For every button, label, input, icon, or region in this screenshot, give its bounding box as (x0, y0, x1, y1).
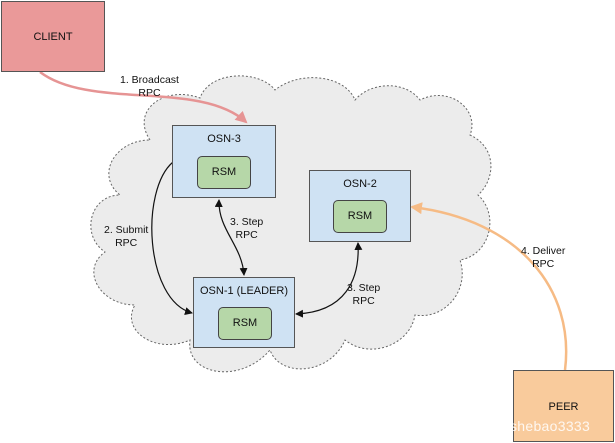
osn3-title: OSN-3 (207, 133, 241, 145)
deliver-label-line1: 4. Deliver (521, 245, 566, 257)
deliver-label-line2: RPC (532, 258, 555, 270)
step-osn2-label-line2: RPC (352, 295, 375, 307)
submit-label-line1: 2. Submit (104, 224, 149, 236)
broadcast-label: 1. Broadcast RPC (120, 74, 179, 100)
osn3-node: OSN-3 RSM (172, 125, 276, 198)
step-osn2-label-line1: 3. Step (347, 282, 381, 294)
step-osn3-arrow (214, 199, 248, 276)
step-osn2-label: 3. Step RPC (347, 282, 380, 308)
client-label: CLIENT (33, 31, 73, 43)
deliver-label: 4. Deliver RPC (521, 245, 565, 271)
client-node: CLIENT (1, 1, 105, 72)
submit-label-line2: RPC (115, 237, 138, 249)
broadcast-arrow (39, 71, 248, 124)
osn3-rsm: RSM (197, 156, 251, 189)
submit-label: 2. Submit RPC (104, 224, 148, 250)
osn1-leader-node: OSN-1 (LEADER) RSM (193, 277, 295, 348)
osn2-rsm: RSM (333, 200, 387, 233)
step-osn3-label-line1: 3. Step (230, 216, 264, 228)
step-osn3-label-line2: RPC (235, 229, 258, 241)
step-osn2-arrow (295, 242, 363, 318)
osn2-title: OSN-2 (343, 178, 377, 190)
submit-arrow (151, 161, 193, 315)
watermark-text: shebao3333 (510, 418, 591, 434)
broadcast-label-line2: RPC (138, 87, 161, 99)
osn1-rsm: RSM (218, 307, 272, 340)
peer-label: PEER (548, 401, 579, 413)
step-osn3-label: 3. Step RPC (230, 216, 263, 242)
osn2-node: OSN-2 RSM (309, 170, 411, 242)
broadcast-label-line1: 1. Broadcast (120, 74, 179, 86)
osn1-title: OSN-1 (LEADER) (199, 285, 289, 297)
deliver-arrow (410, 202, 568, 371)
peer-node: PEER (513, 370, 614, 442)
